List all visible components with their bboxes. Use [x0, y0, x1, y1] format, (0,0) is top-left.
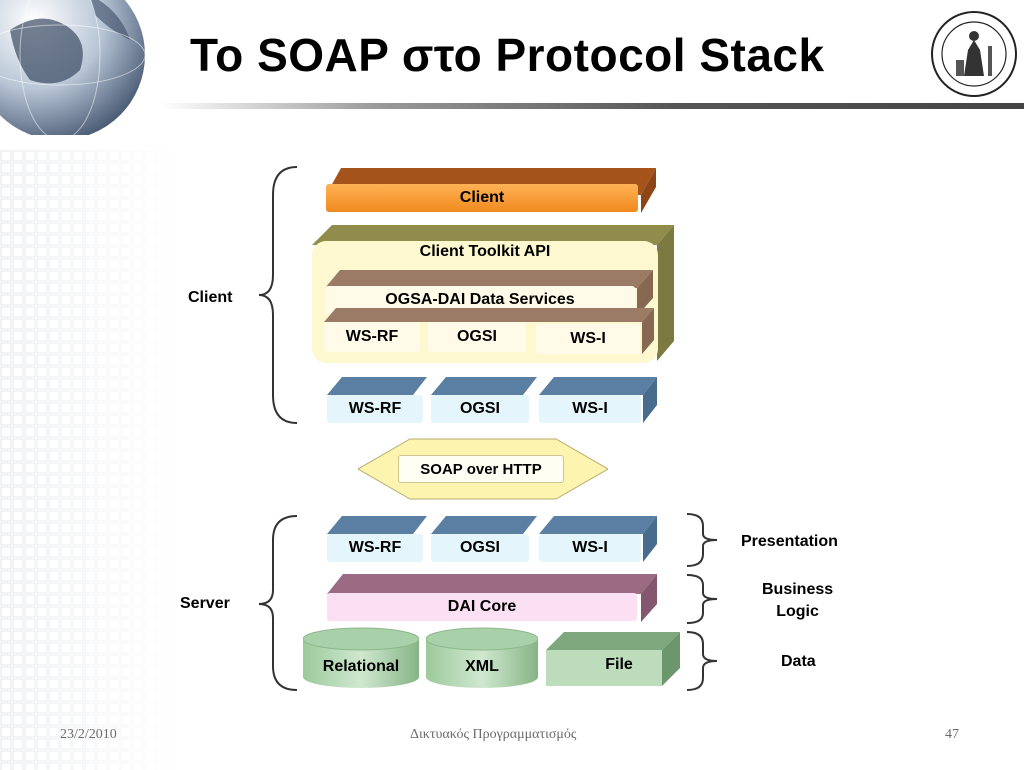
client-box: Client: [326, 165, 656, 215]
client-bracket-label: Client: [188, 289, 233, 306]
title-divider: [160, 103, 1024, 109]
file-label: File: [605, 656, 633, 673]
client-brace-icon: [258, 166, 298, 424]
relational-store-shape: [303, 627, 419, 688]
inner-protocol-shape: [324, 308, 654, 354]
slide-title: Το SOAP στο Protocol Stack: [190, 29, 825, 81]
server-brace-icon: [258, 515, 298, 691]
server-protocol-shape: [327, 516, 657, 562]
client-wsrf: WS-RF: [327, 395, 423, 423]
inner-wsrf: WS-RF: [324, 322, 420, 352]
server-wsrf: WS-RF: [327, 534, 423, 562]
xml-store-shape: [426, 627, 538, 688]
presentation-label: Presentation: [741, 533, 838, 550]
toolkit-box-shape: [312, 225, 674, 361]
client-protocol-shape: [327, 377, 657, 423]
server-ogsi: OGSI: [431, 534, 529, 562]
file-store-shape: [546, 632, 680, 686]
relational-label: Relational: [322, 658, 400, 675]
server-bracket-label: Server: [180, 595, 230, 612]
client-protocol-row: WS-RF OGSI WS-I: [327, 375, 657, 425]
inner-ogsi: OGSI: [428, 322, 526, 352]
soap-label: SOAP over HTTP: [398, 455, 564, 483]
university-seal-icon: [931, 11, 1017, 97]
server-protocol-row: WS-RF OGSI WS-I: [327, 514, 657, 564]
inner-wsi: WS-I: [536, 324, 640, 354]
presentation-brace-icon: [686, 513, 718, 567]
server-wsi: WS-I: [539, 534, 641, 562]
page-number: 47: [945, 727, 959, 742]
client-wsi: WS-I: [539, 395, 641, 423]
toolkit-label: Client Toolkit API: [419, 243, 551, 260]
xml-label: XML: [465, 658, 499, 675]
footer-course: Δικτυακός Προγραμματισμός: [410, 727, 577, 742]
inner-protocol-row: WS-RF OGSI WS-I: [324, 306, 654, 356]
data-services-shape: [325, 270, 653, 316]
dai-core-box: DAI Core: [327, 572, 657, 624]
business-brace-icon: [686, 574, 718, 624]
dai-core-shape: [327, 574, 657, 622]
grid-decoration: [0, 150, 175, 770]
business-logic-label: Business Logic: [762, 581, 834, 620]
data-brace-icon: [686, 631, 718, 691]
client-ogsi: OGSI: [431, 395, 529, 423]
footer-date: 23/2/2010: [60, 727, 117, 742]
file-store-box: File: [546, 630, 680, 688]
globe-decoration: [0, 0, 145, 135]
data-label: Data: [781, 653, 816, 670]
dai-core-label: DAI Core: [327, 593, 637, 621]
client-label: Client: [326, 184, 638, 212]
